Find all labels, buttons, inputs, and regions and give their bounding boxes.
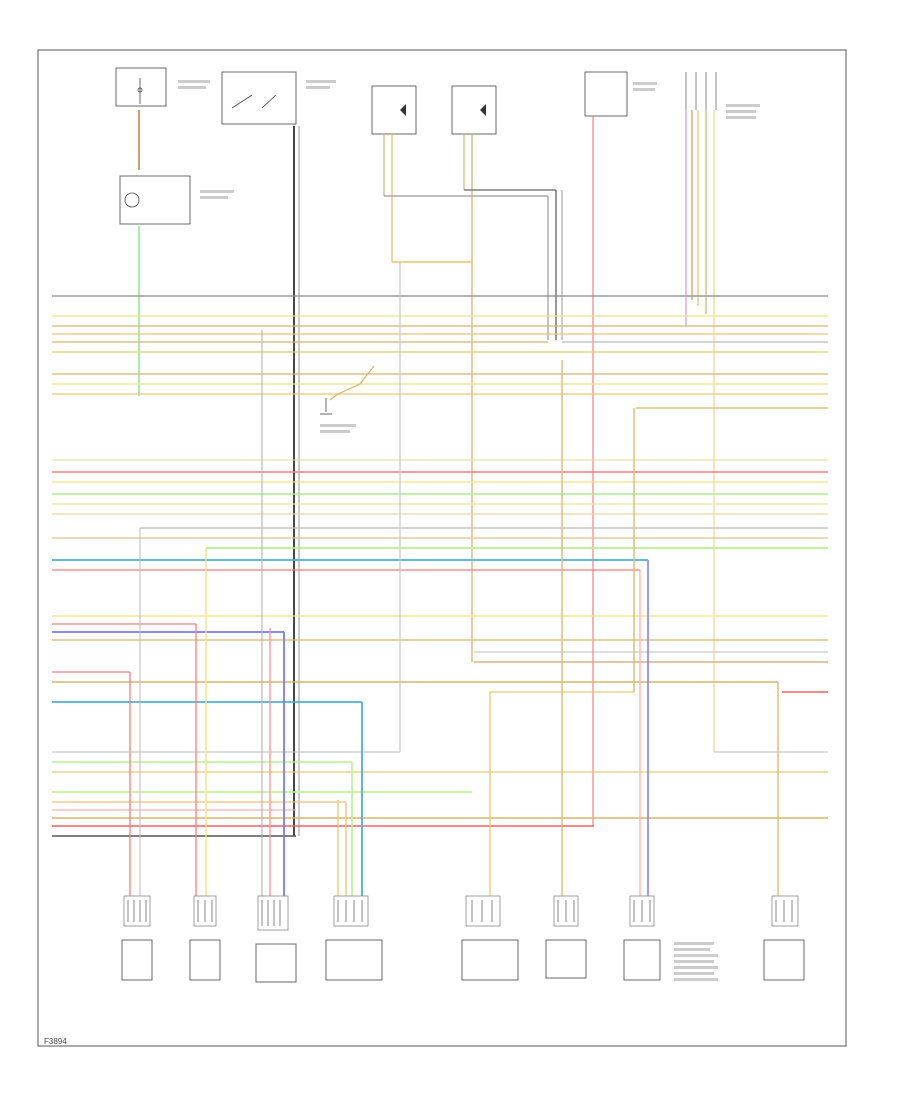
bottom-component-1 (121, 895, 153, 981)
bottom-component-2 (189, 895, 221, 981)
bottom-component-6 (545, 895, 587, 979)
figure-id: F3894 (44, 1037, 67, 1046)
ignition-switch (221, 71, 336, 125)
bottom-component-4 (325, 895, 383, 981)
top-left-fuse-block (115, 67, 210, 107)
bottom-component-5 (461, 895, 519, 981)
bottom-component-8 (763, 895, 805, 981)
bus-wires-upper (52, 295, 828, 409)
bottom-component-7 (623, 895, 718, 981)
diagram-frame (37, 49, 847, 1047)
ground-splice (320, 365, 375, 433)
bus-wires-lower (52, 615, 828, 837)
oxygen-sensor-left (371, 85, 417, 135)
distributor-connector (119, 175, 234, 225)
bottom-component-3 (255, 895, 297, 983)
multi-wire-connector-top-right (685, 72, 760, 119)
vertical-drops (129, 262, 779, 900)
bus-wires-middle (52, 459, 828, 571)
oxygen-sensor-right (451, 85, 497, 135)
ecm-fuse-box (584, 71, 657, 117)
